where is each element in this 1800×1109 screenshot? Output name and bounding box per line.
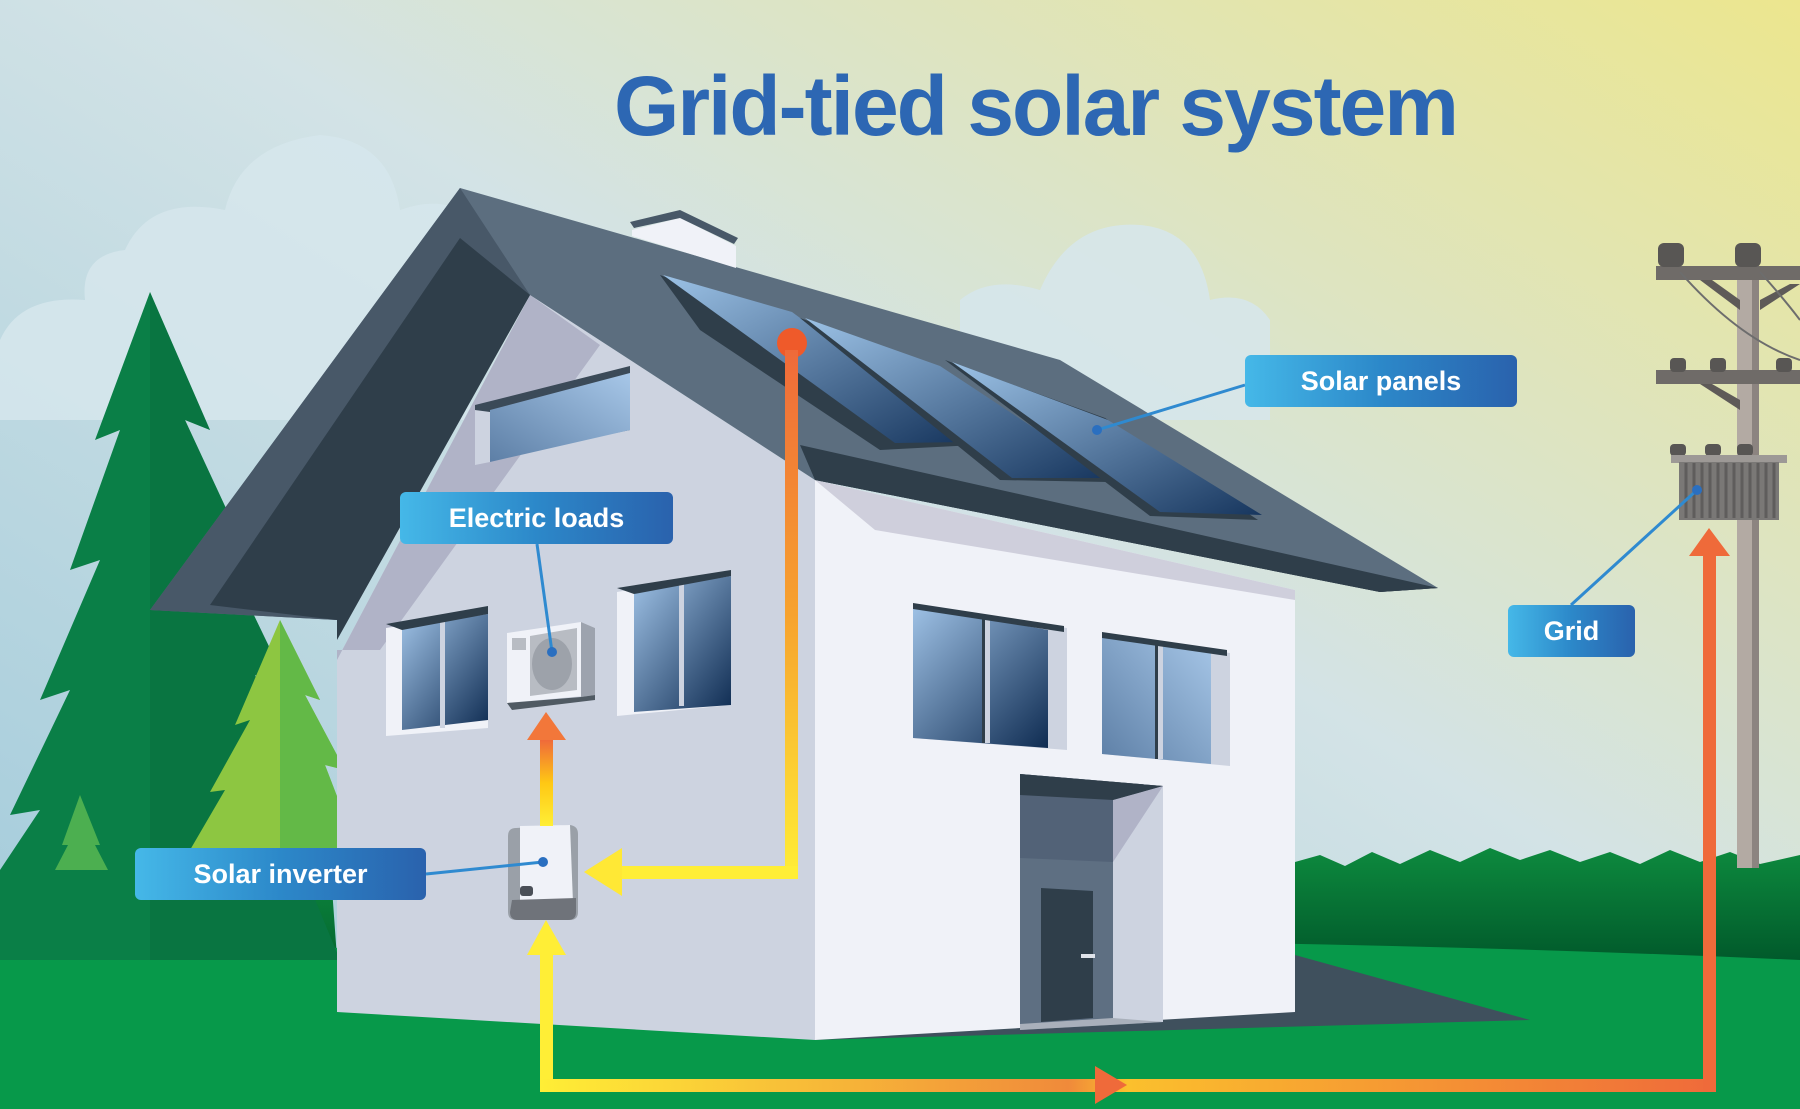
page-title: Grid-tied solar system xyxy=(614,59,1459,153)
window-left-1 xyxy=(386,606,488,736)
callout-electric-loads-text: Electric loads xyxy=(448,502,625,533)
arrow-icon xyxy=(1689,528,1730,556)
solar-panel-icon xyxy=(660,275,1262,520)
callout-grid-text: Grid xyxy=(1543,615,1600,646)
right-hedge xyxy=(1295,848,1800,960)
arrow-icon xyxy=(1095,1066,1127,1104)
ac-flow-inverter-to-loads xyxy=(527,712,566,826)
front-door xyxy=(1020,774,1163,1030)
callout-solar-panels: Solar panels xyxy=(1245,355,1517,407)
utility-pole-icon xyxy=(1656,243,1800,868)
callout-grid: Grid xyxy=(1508,605,1635,657)
dc-flow-panels-to-inverter xyxy=(584,328,807,896)
arrow-icon xyxy=(527,712,566,740)
ac-unit-icon xyxy=(507,622,595,710)
inverter-icon xyxy=(508,825,578,920)
window-left-2 xyxy=(617,570,731,716)
ac-flow-inverter-to-grid xyxy=(527,528,1730,1104)
arrow-icon xyxy=(527,920,566,955)
pine-tree-small xyxy=(190,620,350,850)
callout-solar-panels-text: Solar panels xyxy=(1300,365,1462,396)
window-front-2 xyxy=(1102,632,1230,766)
callout-electric-loads: Electric loads xyxy=(400,492,673,544)
pine-tree-tiny xyxy=(55,795,108,870)
callout-solar-inverter: Solar inverter xyxy=(135,848,426,900)
callout-solar-inverter-text: Solar inverter xyxy=(193,858,368,889)
callout-leaders xyxy=(425,383,1702,876)
arrow-icon xyxy=(584,848,622,896)
chimney xyxy=(632,218,736,268)
window-front-1 xyxy=(913,603,1067,750)
